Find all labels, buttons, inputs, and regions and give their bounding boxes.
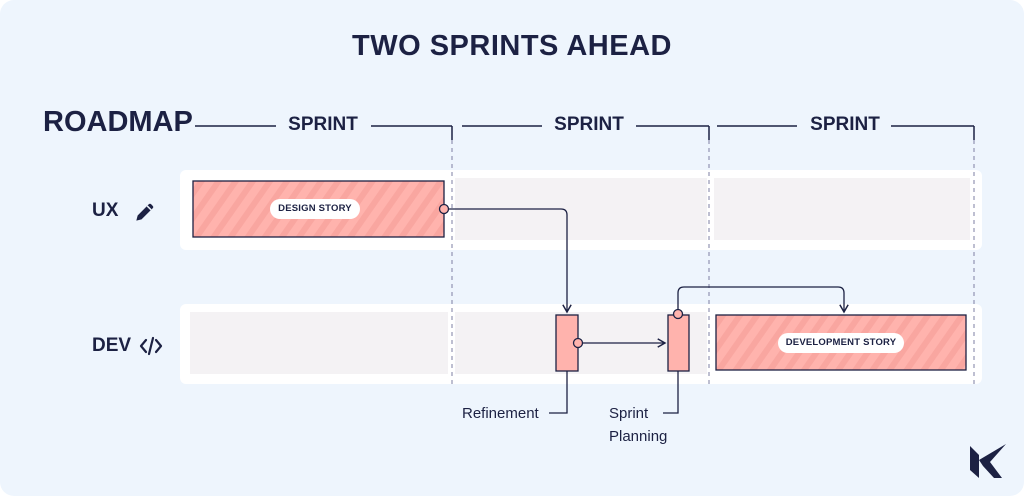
roadmap-label: ROADMAP	[43, 106, 193, 138]
planning-to-development-arrow	[677, 286, 849, 314]
sprint-header-lines	[195, 125, 975, 140]
sprint-planning-annotation-line1: Sprint	[609, 405, 649, 422]
design-to-refinement-arrow	[444, 208, 572, 314]
sprint-planning-leader-line	[663, 371, 679, 414]
sprint-label-2: SPRINT	[554, 114, 624, 135]
brand-logo-icon	[970, 444, 1006, 478]
code-brackets-icon	[139, 336, 163, 356]
design-story-label: DESIGN STORY	[270, 199, 360, 219]
refinement-leader-line	[549, 371, 568, 414]
pencil-icon	[136, 203, 154, 221]
sprint-planning-dot	[672, 308, 684, 320]
refinement-dot	[572, 337, 584, 349]
refinement-annotation: Refinement	[462, 405, 539, 422]
dev-row-label: DEV	[92, 335, 132, 356]
design-story-dot	[438, 203, 450, 215]
sprint-label-1: SPRINT	[288, 114, 358, 135]
sprint-label-3: SPRINT	[810, 114, 880, 135]
sprint-dividers	[451, 140, 975, 386]
page-title: TWO SPRINTS AHEAD	[352, 30, 672, 62]
sprint-planning-block	[667, 314, 690, 372]
development-story-label: DEVELOPMENT STORY	[778, 333, 904, 353]
ux-row-label: UX	[92, 200, 119, 221]
sprint-planning-annotation-line2: Planning	[609, 428, 668, 445]
